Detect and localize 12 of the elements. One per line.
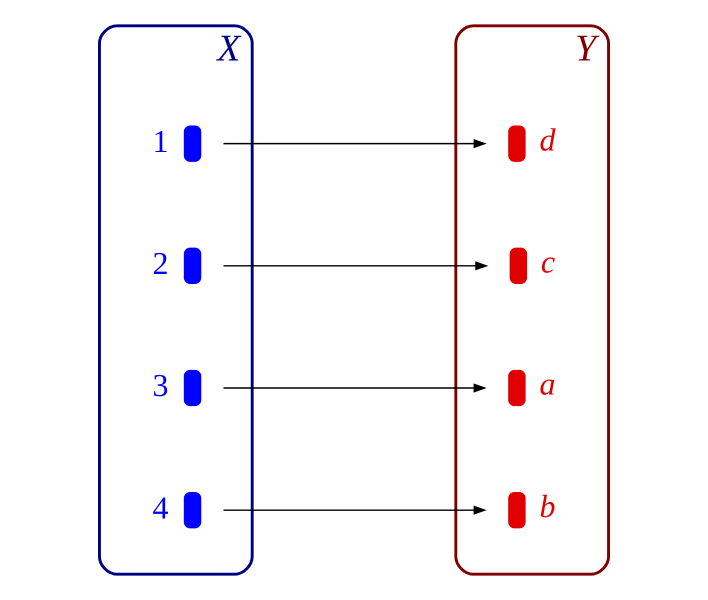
node-label: c bbox=[540, 244, 556, 280]
arrow bbox=[223, 383, 487, 393]
node-label: a bbox=[539, 366, 556, 402]
node-label: 1 bbox=[152, 122, 169, 159]
arrow bbox=[223, 261, 488, 270]
node-label: 2 bbox=[152, 244, 169, 281]
arrow bbox=[223, 139, 487, 148]
node-label: 3 bbox=[152, 367, 169, 404]
arrow bbox=[223, 506, 487, 515]
node-label: b bbox=[539, 488, 556, 524]
node-label: 4 bbox=[152, 489, 169, 526]
node-label: d bbox=[539, 121, 556, 158]
